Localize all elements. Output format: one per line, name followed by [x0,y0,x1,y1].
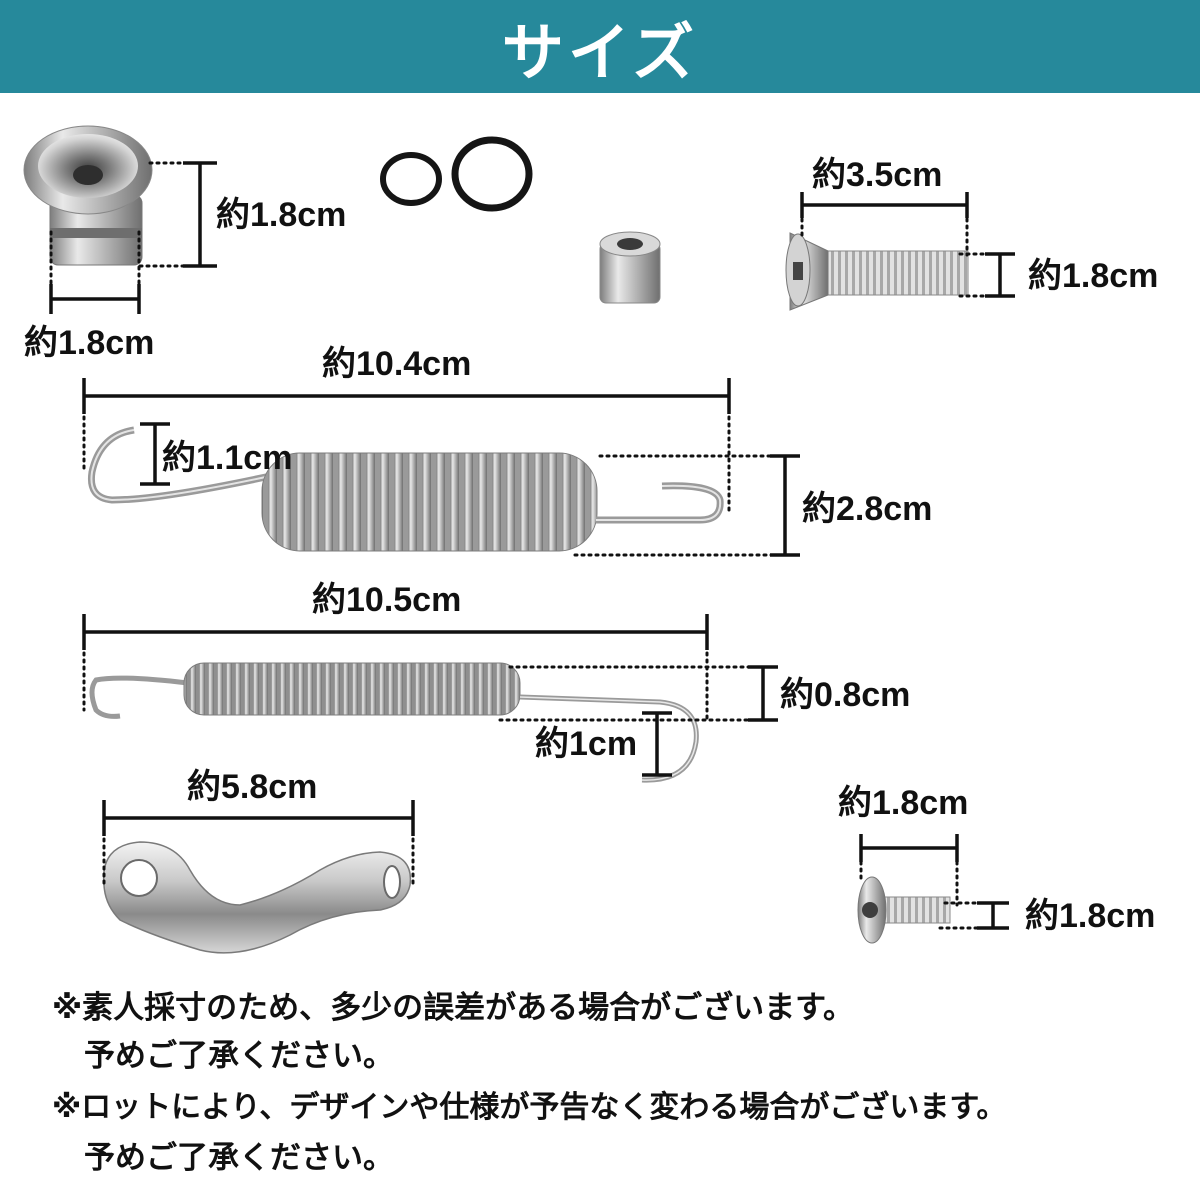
plate-length-label: 約5.8cm [187,768,318,806]
bolt-length-label: 約3.5cm [812,156,943,194]
note-line-2: 予めご了承ください。 [84,1038,394,1074]
spring1-diameter-label: 約2.8cm [802,490,933,528]
extension-lines [49,161,1002,930]
button-bolt-icon [857,876,951,944]
header-bar: サイズ [0,0,1200,93]
page-title: サイズ [501,15,699,89]
long-spring-icon [87,426,724,552]
spring1-hook-label: 約1.1cm [162,439,293,477]
spring-guide-icon [23,125,153,266]
note-line-1: ※素人採寸のため、多少の誤差がある場合がございます。 [52,990,855,1026]
note-line-3: ※ロットにより、デザインや仕様が予告なく変わる場合がございます。 [52,1090,1007,1125]
spacer-icon [599,231,661,304]
thin-spring-icon [89,662,699,783]
spring1-length-label: 約10.4cm [322,345,472,383]
guide-height-label: 約1.8cm [216,196,347,234]
o-ring-icon [380,136,533,212]
small-bolt-length-label: 約1.8cm [838,784,969,822]
small-bolt-diameter-label: 約1.8cm [1025,897,1156,935]
countersunk-bolt-icon [785,232,969,311]
note-line-4: 予めご了承ください。 [84,1140,394,1176]
bracket-plate-icon [102,841,412,954]
spring2-diameter-label: 約0.8cm [780,676,911,714]
bolt-diameter-label: 約1.8cm [1028,257,1159,295]
guide-width-label: 約1.8cm [24,324,155,362]
spring2-hook-label: 約1cm [535,725,638,763]
spring2-length-label: 約10.5cm [312,581,462,619]
